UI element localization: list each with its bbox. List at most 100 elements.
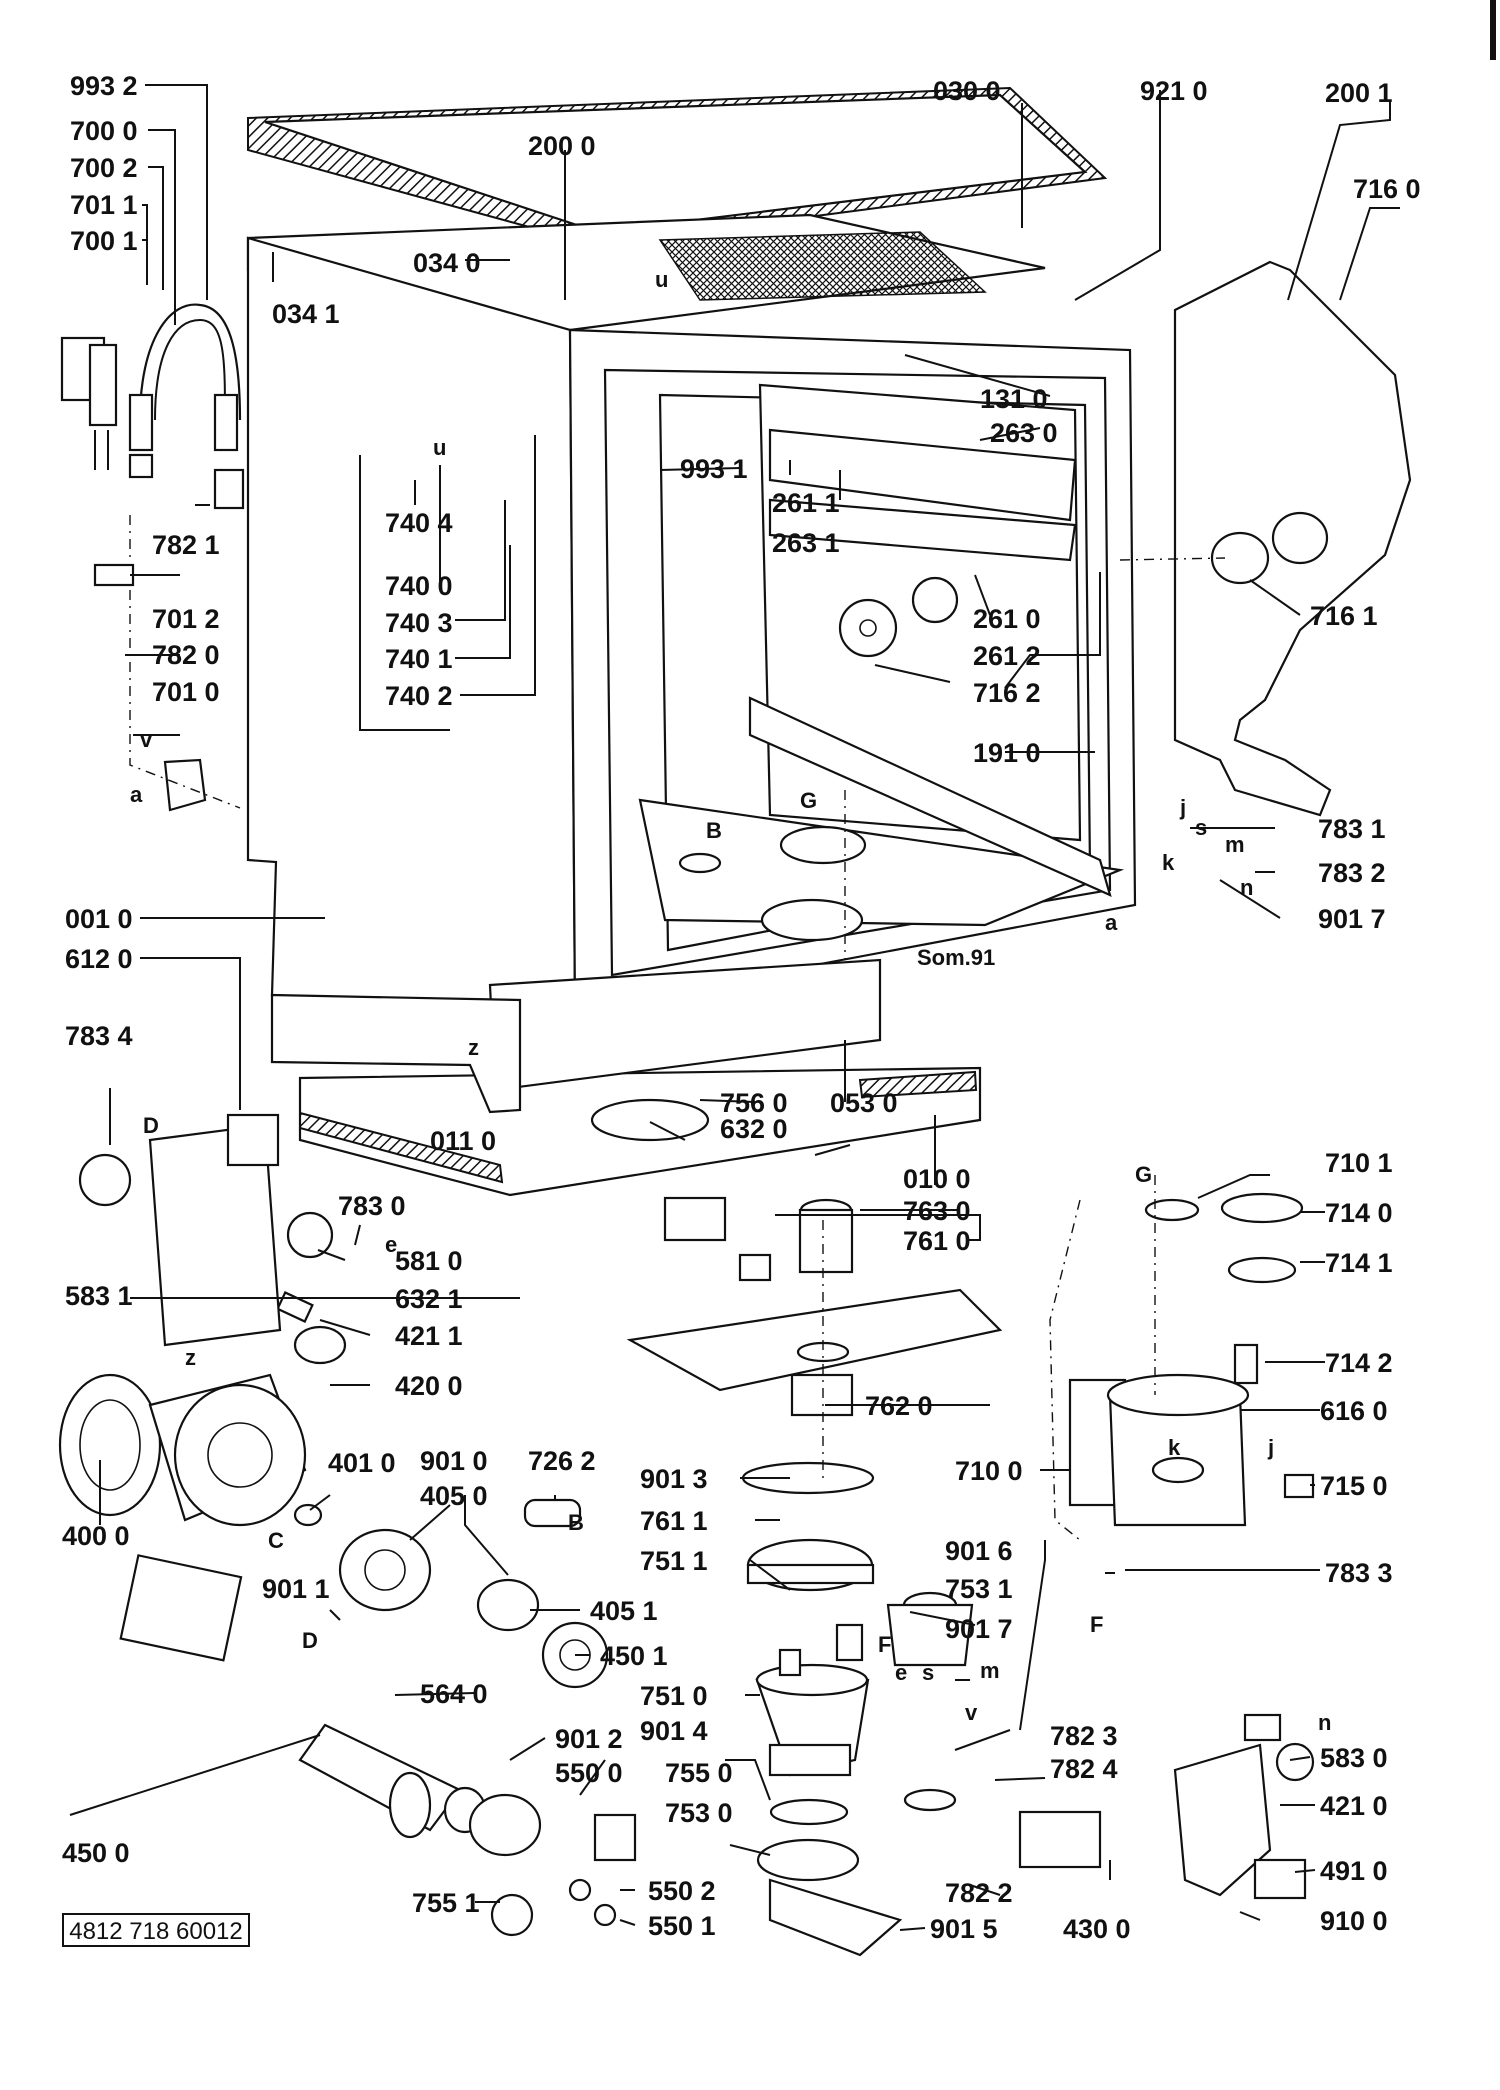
mark-C: C xyxy=(268,1528,284,1553)
label-030-0: 030 0 xyxy=(933,76,1001,106)
mark-u: u xyxy=(433,435,446,460)
label-740-3: 740 3 xyxy=(385,608,453,638)
label-261-0: 261 0 xyxy=(973,604,1041,634)
label-782-4: 782 4 xyxy=(1050,1754,1118,1784)
label-001-0: 001 0 xyxy=(65,904,133,934)
mark-v-lower: v xyxy=(965,1700,978,1725)
label-263-1: 263 1 xyxy=(772,528,840,558)
label-921-0: 921 0 xyxy=(1140,76,1208,106)
label-756-0: 756 0 xyxy=(720,1088,788,1118)
side-panel-716 xyxy=(1173,260,1412,817)
label-430-0: 430 0 xyxy=(1063,1914,1131,1944)
label-550-2: 550 2 xyxy=(648,1876,716,1906)
mark-B: B xyxy=(706,818,722,843)
label-710-0: 710 0 xyxy=(955,1456,1023,1486)
label-700-1: 700 1 xyxy=(70,226,138,256)
label-751-0: 751 0 xyxy=(640,1681,708,1711)
label-491-0: 491 0 xyxy=(1320,1856,1388,1886)
label-421-1: 421 1 xyxy=(395,1321,463,1351)
mark-e-lower: e xyxy=(895,1660,907,1685)
label-401-0: 401 0 xyxy=(328,1448,396,1478)
label-761-0: 761 0 xyxy=(903,1226,971,1256)
mark-G: G xyxy=(800,788,817,813)
label-901-0: 901 0 xyxy=(420,1446,488,1476)
label-632-1: 632 1 xyxy=(395,1284,463,1314)
label-782-0: 782 0 xyxy=(152,640,220,670)
mark-B-lower: B xyxy=(568,1510,584,1535)
label-612-0: 612 0 xyxy=(65,944,133,974)
label-034-0: 034 0 xyxy=(413,248,481,278)
label-783-3: 783 3 xyxy=(1325,1558,1393,1588)
mark-G-lower: G xyxy=(1135,1162,1152,1187)
label-053-0: 053 0 xyxy=(830,1088,898,1118)
label-701-1: 701 1 xyxy=(70,190,138,220)
label-762-0: 762 0 xyxy=(865,1391,933,1421)
mark-k-lower: k xyxy=(1168,1435,1181,1460)
label-714-2: 714 2 xyxy=(1325,1348,1393,1378)
mark-F: F xyxy=(1090,1612,1103,1637)
label-261-1: 261 1 xyxy=(772,488,840,518)
mark-a: a xyxy=(130,782,143,807)
label-740-2: 740 2 xyxy=(385,681,453,711)
mark-z-top: z xyxy=(468,1035,479,1060)
label-753-0: 753 0 xyxy=(665,1798,733,1828)
label-782-2: 782 2 xyxy=(945,1878,1013,1908)
mark-v: v xyxy=(140,727,153,752)
label-011-0: 011 0 xyxy=(430,1126,496,1156)
mark-s-lower: s xyxy=(922,1660,934,1685)
mark-D-top: D xyxy=(143,1113,159,1138)
label-131-0: 131 0 xyxy=(980,384,1048,414)
label-761-1: 761 1 xyxy=(640,1506,708,1536)
label-901-7-lower: 901 7 xyxy=(945,1614,1013,1644)
label-616-0: 616 0 xyxy=(1320,1396,1388,1426)
label-550-1: 550 1 xyxy=(648,1911,716,1941)
label-710-1: 710 1 xyxy=(1325,1148,1393,1178)
label-782-1: 782 1 xyxy=(152,530,220,560)
label-550-0: 550 0 xyxy=(555,1758,623,1788)
hose-assembly xyxy=(60,303,245,812)
label-200-1: 200 1 xyxy=(1325,78,1393,108)
label-200-0: 200 0 xyxy=(528,131,596,161)
label-261-2: 261 2 xyxy=(973,641,1041,671)
mark-m-lower: m xyxy=(980,1658,1000,1683)
label-901-2: 901 2 xyxy=(555,1724,623,1754)
label-740-0: 740 0 xyxy=(385,571,453,601)
heater-assembly xyxy=(1018,1192,1315,1900)
label-751-1: 751 1 xyxy=(640,1546,708,1576)
label-450-1: 450 1 xyxy=(600,1641,668,1671)
mark-n-lower: n xyxy=(1318,1710,1331,1735)
label-901-3: 901 3 xyxy=(640,1464,708,1494)
label-755-1: 755 1 xyxy=(412,1888,480,1918)
label-405-1: 405 1 xyxy=(590,1596,658,1626)
mark-a-right: a xyxy=(1105,910,1118,935)
label-901-5: 901 5 xyxy=(930,1914,998,1944)
label-910-0: 910 0 xyxy=(1320,1906,1388,1936)
part-labels: 993 2 700 0 700 2 701 1 700 1 782 1 701 … xyxy=(62,71,1421,1944)
label-701-0: 701 0 xyxy=(152,677,220,707)
label-783-2: 783 2 xyxy=(1318,858,1386,888)
label-740-1: 740 1 xyxy=(385,644,453,674)
label-740-4: 740 4 xyxy=(385,508,453,538)
mark-m: m xyxy=(1225,832,1245,857)
label-714-1: 714 1 xyxy=(1325,1248,1393,1278)
label-716-0: 716 0 xyxy=(1353,174,1421,204)
mark-e: e xyxy=(385,1232,397,1257)
label-034-1: 034 1 xyxy=(272,299,340,329)
mark-s: s xyxy=(1195,815,1207,840)
label-421-0: 421 0 xyxy=(1320,1791,1388,1821)
mark-u-top: u xyxy=(655,267,668,292)
mark-j: j xyxy=(1179,795,1186,820)
label-753-1: 753 1 xyxy=(945,1574,1013,1604)
label-583-1: 583 1 xyxy=(65,1281,133,1311)
mark-n: n xyxy=(1240,875,1253,900)
cabinet-drawing xyxy=(246,86,1137,1197)
letter-marks: u u v a B G k j s m n a z D e C B D G k … xyxy=(130,267,1331,1735)
label-450-0: 450 0 xyxy=(62,1838,130,1868)
label-716-2: 716 2 xyxy=(973,678,1041,708)
label-755-0: 755 0 xyxy=(665,1758,733,1788)
label-783-1: 783 1 xyxy=(1318,814,1386,844)
label-263-0: 263 0 xyxy=(990,418,1058,448)
label-191-0: 191 0 xyxy=(973,738,1041,768)
label-901-7: 901 7 xyxy=(1318,904,1386,934)
